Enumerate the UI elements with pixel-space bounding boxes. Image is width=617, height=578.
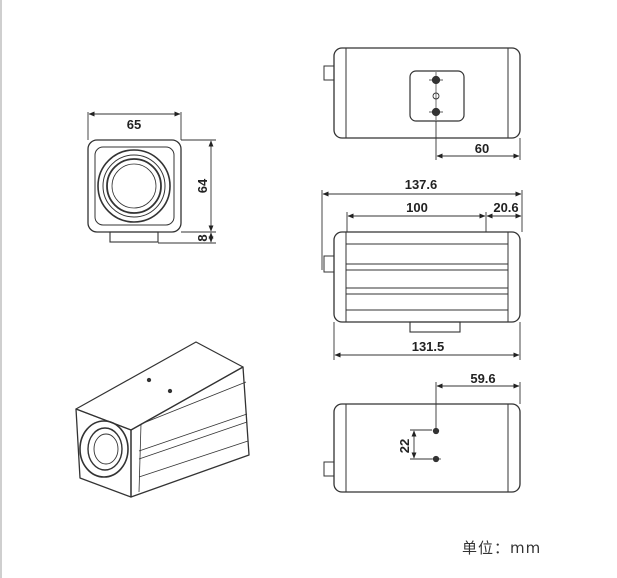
body-length-label: 100 bbox=[406, 200, 428, 215]
top-connector bbox=[323, 65, 335, 81]
front-height-label: 64 bbox=[195, 178, 210, 193]
hole-spacing-label: 22 bbox=[397, 439, 412, 453]
side-dimensions-top bbox=[321, 190, 523, 270]
bottom-connector bbox=[323, 461, 335, 477]
bottom-dimensions bbox=[410, 382, 521, 460]
top-dimensions bbox=[435, 121, 521, 160]
total-length-label: 137.6 bbox=[405, 177, 438, 192]
top-body-outline bbox=[333, 47, 521, 139]
side-body-outline bbox=[333, 231, 521, 323]
mount-height-label: 8 bbox=[195, 234, 210, 241]
front-view bbox=[87, 139, 182, 243]
lens-outer-ring bbox=[97, 149, 171, 223]
top-mount-plate bbox=[409, 70, 465, 122]
top-mount-offset-label: 60 bbox=[475, 141, 489, 156]
top-view bbox=[323, 47, 521, 139]
bottom-view bbox=[323, 403, 521, 493]
iso-front-face bbox=[75, 408, 132, 498]
front-width-label: 65 bbox=[127, 117, 141, 132]
bottom-length-label: 131.5 bbox=[412, 339, 445, 354]
front-dimensions bbox=[87, 111, 216, 244]
isometric-view bbox=[75, 341, 250, 498]
bottom-body-outline bbox=[333, 403, 521, 493]
front-offset-label: 20.6 bbox=[493, 200, 518, 215]
front-mount bbox=[109, 231, 159, 243]
iso-side-face bbox=[130, 366, 250, 498]
bottom-mount-offset-label: 59.6 bbox=[470, 371, 495, 386]
page-left-border bbox=[0, 0, 2, 578]
side-dimensions-bottom bbox=[333, 322, 521, 360]
side-view bbox=[323, 231, 521, 333]
side-mount bbox=[409, 321, 461, 333]
front-body-outline bbox=[87, 139, 182, 233]
unit-label: 单位：mm bbox=[462, 539, 542, 557]
lens-glass bbox=[106, 158, 162, 214]
side-connector bbox=[323, 255, 335, 273]
iso-lens-outer bbox=[79, 420, 129, 478]
